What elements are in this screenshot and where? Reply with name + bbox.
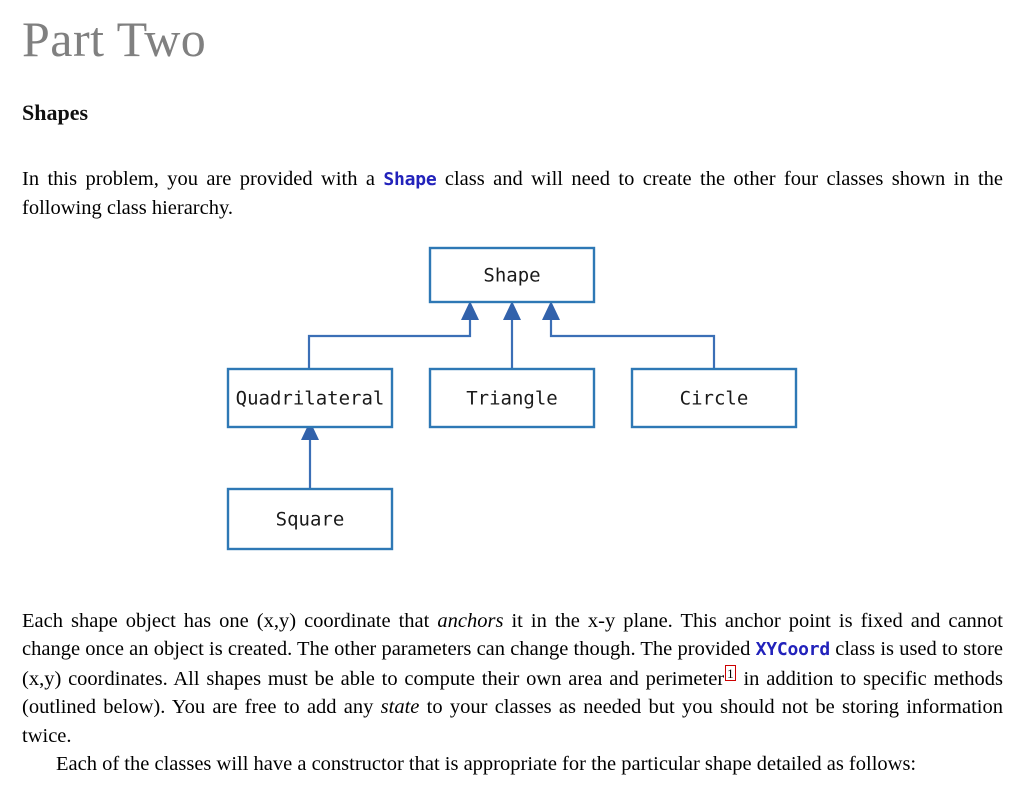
xycoord-class-link[interactable]: XYCoord bbox=[755, 639, 831, 660]
body-seg-4: in addition to specific methods (outline… bbox=[22, 667, 1003, 719]
diagram-node-square[interactable]: Square bbox=[226, 487, 394, 551]
node-box-square[interactable] bbox=[226, 487, 394, 551]
node-label-quadrilateral: Quadrilateral bbox=[236, 388, 385, 410]
diagram-node-shape[interactable]: Shape bbox=[428, 246, 596, 304]
node-label-triangle: Triangle bbox=[466, 388, 558, 410]
node-label-shape: Shape bbox=[483, 265, 540, 287]
closing-paragraph: Each of the classes will have a construc… bbox=[56, 752, 917, 775]
class-hierarchy-diagram: Shape Quadrilateral Triangle Circle Squa… bbox=[0, 225, 1024, 570]
node-box-circle[interactable] bbox=[630, 367, 798, 429]
body-italic-state: state bbox=[380, 696, 420, 718]
diagram-node-quadrilateral[interactable]: Quadrilateral bbox=[226, 367, 394, 429]
arrowhead-quadrilateral bbox=[461, 301, 479, 320]
body-seg-1: Each shape object has one (x,y) coordina… bbox=[22, 609, 438, 632]
arrowhead-square bbox=[301, 421, 319, 440]
intro-text-after: class and will need to create the other … bbox=[22, 167, 1004, 220]
diagram-node-triangle[interactable]: Triangle bbox=[428, 367, 596, 429]
arrowhead-triangle bbox=[503, 301, 521, 320]
section-heading: Shapes bbox=[22, 100, 89, 125]
footnote-reference-1[interactable]: 1 bbox=[725, 664, 736, 681]
node-label-square: Square bbox=[276, 509, 345, 531]
edge-circle-to-shape bbox=[549, 317, 716, 373]
node-box-quadrilateral[interactable] bbox=[226, 367, 394, 429]
intro-paragraph: In this problem, you are provided with a… bbox=[22, 165, 1003, 223]
body-seg-3: class is used to store (x,y) coordinates… bbox=[22, 638, 1003, 690]
edge-quadrilateral-to-shape bbox=[307, 317, 472, 373]
node-label-circle: Circle bbox=[680, 388, 749, 410]
body-seg-5: to your classes as needed but you should… bbox=[22, 696, 1003, 747]
body-italic-anchors: anchors bbox=[437, 609, 504, 632]
body-seg-2: it in the x-y plane. This anchor point i… bbox=[22, 609, 1003, 661]
node-box-triangle[interactable] bbox=[428, 367, 596, 429]
shape-class-link[interactable]: Shape bbox=[383, 168, 437, 190]
page-title: Part Two bbox=[22, 11, 207, 67]
body-paragraph: Each shape object has one (x,y) coordina… bbox=[22, 607, 1003, 751]
node-box-shape[interactable] bbox=[428, 246, 596, 304]
diagram-node-circle[interactable]: Circle bbox=[630, 367, 798, 429]
intro-text-before: In this problem, you are provided with a bbox=[22, 167, 384, 190]
arrowhead-circle bbox=[542, 301, 560, 320]
